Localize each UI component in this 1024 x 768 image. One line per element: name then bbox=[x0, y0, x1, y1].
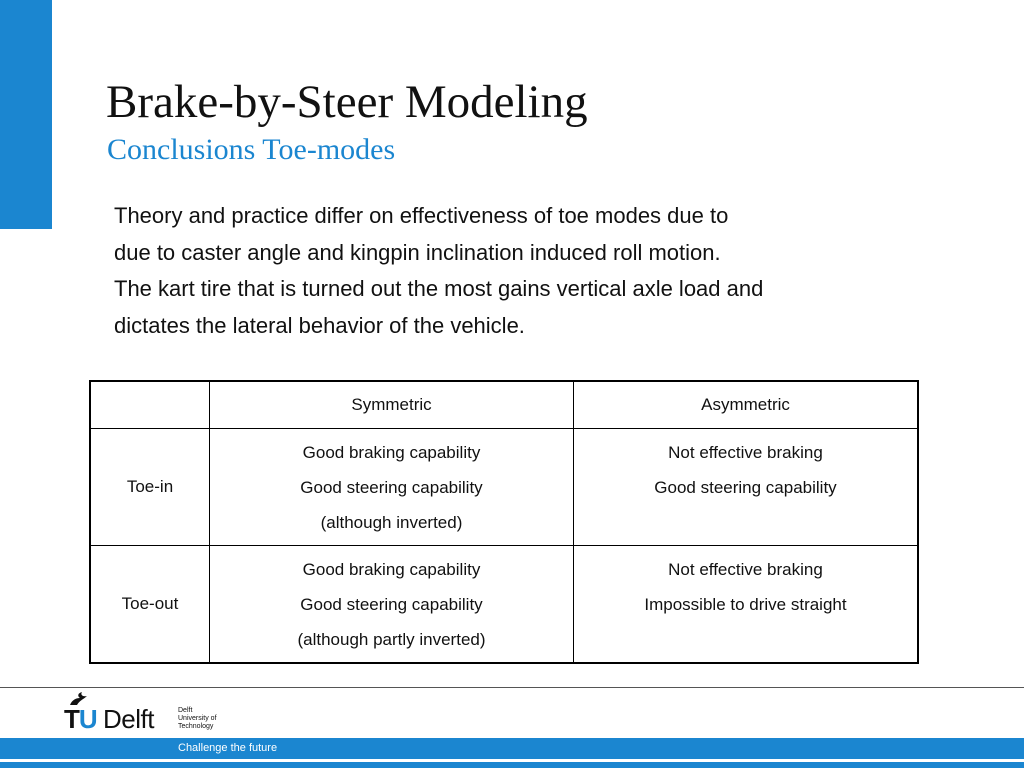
table-row-toe-out: Toe-out Good braking capability Good ste… bbox=[89, 545, 919, 664]
cell-line: Impossible to drive straight bbox=[644, 594, 847, 614]
body-line-4: dictates the lateral behavior of the veh… bbox=[114, 312, 525, 338]
logo-delft-text: Delft bbox=[103, 704, 154, 734]
university-line-3: Technology bbox=[178, 723, 214, 730]
logo-t: T bbox=[64, 704, 80, 734]
cell-line: Good steering capability bbox=[654, 477, 837, 497]
cell-toe-in-asymmetric: Not effective braking Good steering capa… bbox=[573, 428, 919, 546]
cell-toe-out-symmetric: Good braking capability Good steering ca… bbox=[209, 545, 574, 664]
logo-u: U bbox=[78, 704, 98, 734]
row-label-toe-in: Toe-in bbox=[89, 428, 210, 546]
slide-subtitle: Conclusions Toe-modes bbox=[107, 133, 396, 166]
cell-line: Good steering capability bbox=[300, 477, 483, 497]
conclusions-table: Symmetric Asymmetric Toe-in Good braking… bbox=[89, 380, 919, 664]
cell-line: (although partly inverted) bbox=[297, 629, 486, 649]
cell-toe-in-symmetric: Good braking capability Good steering ca… bbox=[209, 428, 574, 546]
cell-line: Good steering capability bbox=[300, 594, 483, 614]
university-name: Delft University of Technology bbox=[178, 707, 217, 731]
cell-line: (although inverted) bbox=[320, 512, 463, 532]
cell-line-spacer bbox=[574, 622, 917, 657]
table-row-toe-in: Toe-in Good braking capability Good stee… bbox=[89, 428, 919, 546]
university-line-1: Delft bbox=[178, 707, 193, 714]
cell-line: Good braking capability bbox=[302, 559, 481, 579]
footer-divider bbox=[0, 687, 1024, 688]
logo-tu-text: TU bbox=[64, 704, 98, 734]
row-label-toe-out: Toe-out bbox=[89, 545, 210, 664]
footer-band bbox=[0, 738, 1024, 759]
header-symmetric: Symmetric bbox=[209, 380, 574, 429]
accent-side-bar bbox=[0, 0, 52, 229]
tu-delft-logo: TU Delft bbox=[62, 692, 174, 738]
cell-line: Good braking capability bbox=[302, 442, 481, 462]
cell-line-spacer bbox=[574, 505, 917, 540]
body-text: Theory and practice differ on effectiven… bbox=[114, 198, 934, 344]
table-header-row: Symmetric Asymmetric bbox=[89, 380, 919, 429]
footer-bottom-band bbox=[0, 762, 1024, 768]
cell-line: Not effective braking bbox=[668, 559, 823, 579]
university-line-2: University of bbox=[178, 715, 217, 722]
body-line-3: The kart tire that is turned out the mos… bbox=[114, 276, 764, 301]
body-line-2: due to caster angle and kingpin inclinat… bbox=[114, 239, 721, 265]
footer-tagline: Challenge the future bbox=[178, 742, 278, 754]
header-empty-cell bbox=[89, 380, 210, 429]
body-line-1: Theory and practice differ on effectiven… bbox=[114, 203, 729, 228]
cell-toe-out-asymmetric: Not effective braking Impossible to driv… bbox=[573, 545, 919, 664]
tu-delft-flame-icon bbox=[70, 692, 87, 705]
slide-title: Brake-by-Steer Modeling bbox=[106, 76, 588, 128]
cell-line: Not effective braking bbox=[668, 442, 823, 462]
header-asymmetric: Asymmetric bbox=[573, 380, 919, 429]
